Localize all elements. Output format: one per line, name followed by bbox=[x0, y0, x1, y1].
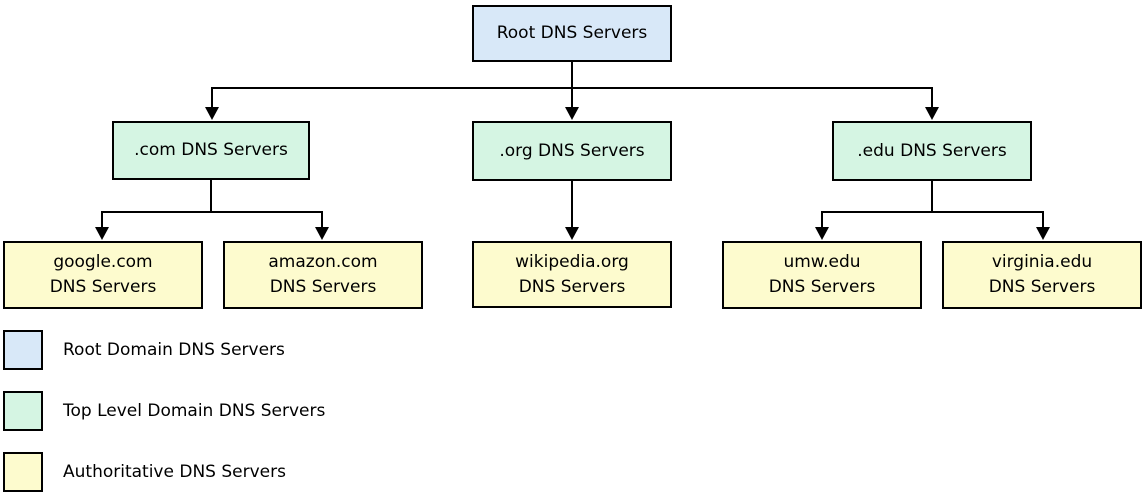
node-umw-dns-servers: umw.edu DNS Servers bbox=[722, 241, 922, 309]
node-com-dns-servers: .com DNS Servers bbox=[112, 121, 310, 180]
legend-item-root: Root Domain DNS Servers bbox=[3, 330, 285, 370]
legend-swatch-tld bbox=[3, 391, 43, 431]
node-root-dns-servers: Root DNS Servers bbox=[472, 5, 672, 62]
legend-item-authoritative: Authoritative DNS Servers bbox=[3, 452, 286, 492]
node-label: virginia.edu DNS Servers bbox=[988, 252, 1096, 297]
arrowhead-org bbox=[565, 107, 579, 120]
node-label: .org DNS Servers bbox=[499, 140, 645, 161]
node-virginia-dns-servers: virginia.edu DNS Servers bbox=[942, 241, 1142, 309]
legend-label-root: Root Domain DNS Servers bbox=[63, 340, 285, 360]
node-label: amazon.com DNS Servers bbox=[268, 252, 378, 297]
legend-swatch-root bbox=[3, 330, 43, 370]
node-amazon-dns-servers: amazon.com DNS Servers bbox=[223, 241, 423, 309]
node-label: google.com DNS Servers bbox=[49, 252, 157, 297]
arrowhead-google bbox=[95, 227, 109, 240]
node-google-dns-servers: google.com DNS Servers bbox=[3, 241, 203, 309]
arrowhead-edu bbox=[925, 107, 939, 120]
node-label: wikipedia.org DNS Servers bbox=[515, 251, 629, 297]
node-label: .edu DNS Servers bbox=[857, 140, 1007, 161]
legend-item-tld: Top Level Domain DNS Servers bbox=[3, 391, 325, 431]
legend-swatch-authoritative bbox=[3, 452, 43, 492]
node-org-dns-servers: .org DNS Servers bbox=[472, 121, 672, 181]
node-edu-dns-servers: .edu DNS Servers bbox=[832, 121, 1032, 181]
arrowhead-com bbox=[205, 107, 219, 120]
node-label: umw.edu DNS Servers bbox=[768, 252, 876, 297]
legend-label-tld: Top Level Domain DNS Servers bbox=[63, 401, 326, 421]
node-label: Root DNS Servers bbox=[496, 23, 648, 43]
node-wikipedia-dns-servers: wikipedia.org DNS Servers bbox=[472, 241, 672, 308]
arrowhead-amazon bbox=[315, 227, 329, 240]
legend-label-authoritative: Authoritative DNS Servers bbox=[63, 462, 286, 482]
arrowhead-wikipedia bbox=[565, 227, 579, 240]
node-label: .com DNS Servers bbox=[134, 140, 288, 160]
arrowhead-umw bbox=[815, 227, 829, 240]
arrowhead-virginia bbox=[1036, 227, 1050, 240]
